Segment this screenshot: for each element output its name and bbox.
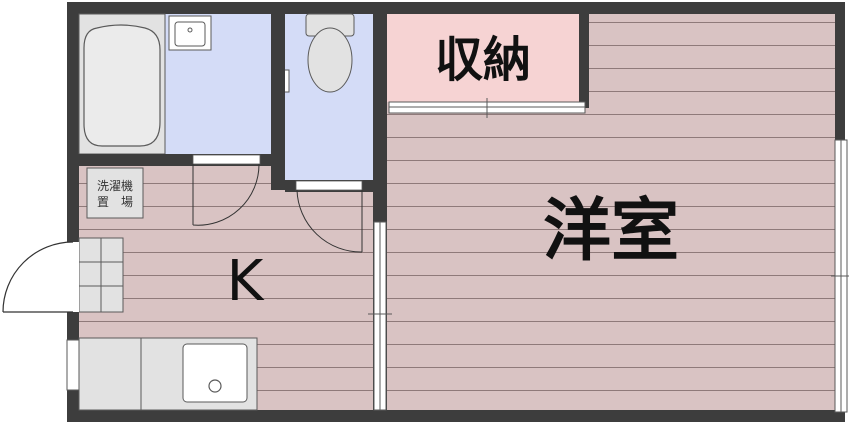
kitchen-label: K: [227, 249, 265, 314]
toilet-door-swing: [296, 189, 363, 253]
storage-label: 収納: [435, 32, 531, 88]
western-room-label: 洋室: [543, 192, 679, 271]
bathtub-basin: [83, 24, 161, 147]
bathroom-door-swing: [192, 163, 260, 226]
wall-toilet-right: [373, 10, 387, 222]
washer-space-label-line1: 洗濯機: [97, 178, 133, 193]
storage-closet: [387, 14, 579, 102]
entrance-door-swing: [2, 241, 74, 313]
wall-bath-toilet: [271, 10, 285, 190]
toilet-bowl: [307, 27, 353, 93]
storage-side-wall: [579, 10, 589, 108]
kitchen-window: [66, 339, 80, 391]
kitchen-sink: [182, 343, 248, 403]
washer-space: [86, 167, 144, 219]
washer-space-label-line2: 置 場: [97, 195, 133, 209]
